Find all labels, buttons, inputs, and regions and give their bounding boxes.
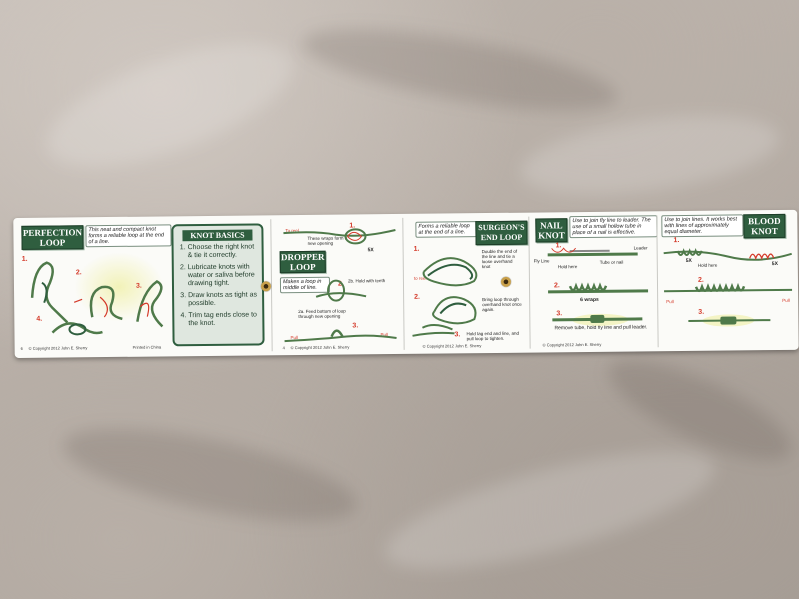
panel-note: Use to join lines. It works best with li… [661, 214, 744, 238]
fabric-highlight [516, 102, 784, 208]
list-item: Choose the right knot & tie it correctly… [188, 243, 258, 260]
copyright: © Copyright 2012 John E. Sherry [542, 341, 602, 348]
panel-surgeons-end-loop: Forms a reliable loop at the end of a li… [403, 213, 531, 354]
panel-dropper-loop: To reel These wraps form a new opening 5… [275, 214, 405, 355]
panel-blood-knot: Use to join lines. It works best with li… [657, 210, 798, 351]
fabric-highlight [32, 18, 308, 192]
fabric-highlight [375, 427, 725, 593]
copyright: © Copyright 2012 John E. Sherry [28, 345, 88, 351]
fabric-shadow [297, 12, 623, 128]
panel-perfection-loop: PERFECTION LOOP This neat and compact kn… [13, 215, 273, 358]
knot-basics-box: KNOT BASICS Choose the right knot & tie … [171, 223, 265, 347]
knot-guide-card: PERFECTION LOOP This neat and compact kn… [13, 209, 799, 358]
list-item: Trim tag ends close to the knot. [188, 311, 258, 328]
fabric-shadow [56, 409, 364, 541]
panel-title: PERFECTION LOOP [21, 225, 84, 250]
basics-list: Choose the right knot & tie it correctly… [174, 243, 263, 328]
knot-diagram [412, 257, 478, 337]
panel-nail-knot: NAIL KNOT Use to join fly line to leader… [529, 211, 659, 352]
page-number: 6 [20, 345, 23, 351]
copyright: © Copyright 2012 John E. Sherry [422, 343, 482, 349]
list-item: Draw knots as tight as possible. [188, 291, 258, 308]
page-number: 4 [282, 345, 285, 351]
panel-note: Forms a reliable loop at the end of a li… [415, 221, 478, 238]
panel-note: This neat and compact knot forms a relia… [85, 224, 172, 248]
grommet [500, 276, 512, 287]
list-item: Lubricate knots with water or saliva bef… [188, 263, 258, 288]
knot-diagram [283, 228, 397, 343]
knot-diagram [663, 248, 793, 327]
panel-note: Use to join fly line to leader. The use … [569, 215, 658, 239]
printed-in: Printed in China [132, 344, 162, 350]
basics-title: KNOT BASICS [182, 229, 253, 242]
grommet [260, 281, 272, 292]
knot-diagram [547, 247, 649, 326]
copyright: © Copyright 2012 John E. Sherry [290, 344, 350, 351]
knot-diagram [30, 261, 164, 336]
panel-title: NAIL KNOT [535, 218, 568, 243]
panel-title: BLOOD KNOT [743, 213, 786, 239]
